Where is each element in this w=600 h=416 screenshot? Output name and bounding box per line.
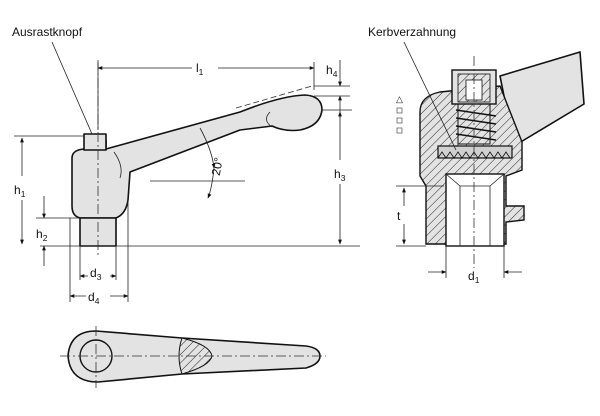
label-kerbverzahnung: Kerbverzahnung [368, 25, 456, 39]
svg-text:△: △ [396, 94, 403, 104]
section-view: △ Kerbverzahnung t d1 [368, 25, 585, 285]
lever-body [71, 94, 323, 219]
dim-h3: h3 [334, 167, 346, 183]
top-view [60, 326, 326, 388]
dim-l1: l1 [196, 61, 204, 77]
angle-label: 20° [209, 156, 226, 177]
side-view: 20° Ausrastknopf l1 h4 h3 h1 h2 [12, 25, 360, 306]
dim-d4: d4 [88, 290, 100, 306]
dim-h2: h2 [36, 227, 48, 243]
release-button [83, 133, 107, 151]
label-ausrastknopf: Ausrastknopf [12, 25, 83, 39]
dim-h4: h4 [326, 63, 338, 79]
dim-d3: d3 [90, 266, 102, 282]
dim-d1: d1 [468, 269, 480, 285]
dim-t: t [397, 209, 401, 223]
dim-h1: h1 [14, 183, 26, 199]
